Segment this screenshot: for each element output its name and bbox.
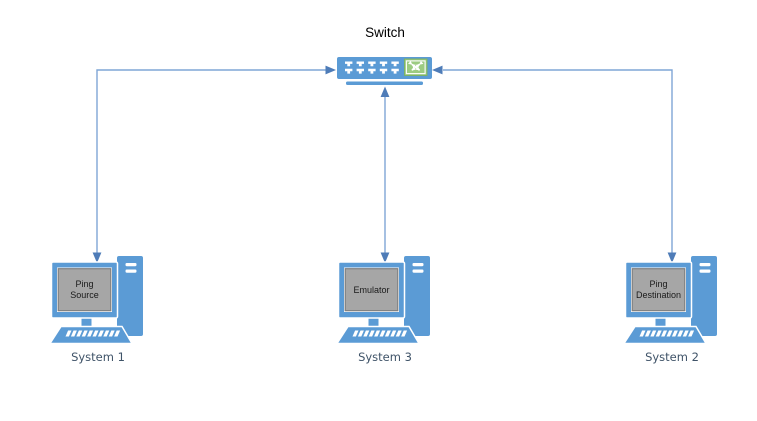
- screen-label: Ping Source: [70, 279, 99, 300]
- switch-label: Switch: [365, 25, 405, 40]
- system-3-node: Emulator System 3: [335, 254, 435, 366]
- arrowhead-into-switch-right: [432, 65, 443, 75]
- arrowhead-into-system2: [667, 252, 677, 263]
- connector-system2-switch: [432, 65, 677, 263]
- switch-icon: [337, 57, 432, 85]
- system-1-node: Ping Source System 1: [48, 254, 148, 366]
- arrowhead-into-switch-left: [325, 65, 336, 75]
- system-name-label: System 1: [71, 350, 125, 364]
- system-2-node: Ping Destination System 2: [622, 254, 722, 366]
- screen-label: Ping Destination: [635, 279, 682, 300]
- connector-system3-switch: [380, 86, 390, 263]
- arrowhead-into-switch-bottom: [380, 86, 390, 97]
- switch-base: [346, 81, 423, 85]
- crossover-arrows-icon: [404, 58, 428, 76]
- arrowhead-into-system1: [92, 252, 102, 263]
- screen-label: Emulator: [353, 284, 390, 295]
- connector-system1-switch: [92, 65, 336, 263]
- system-name-label: System 3: [358, 350, 412, 364]
- arrowhead-into-system3: [380, 252, 390, 263]
- system-name-label: System 2: [645, 350, 699, 364]
